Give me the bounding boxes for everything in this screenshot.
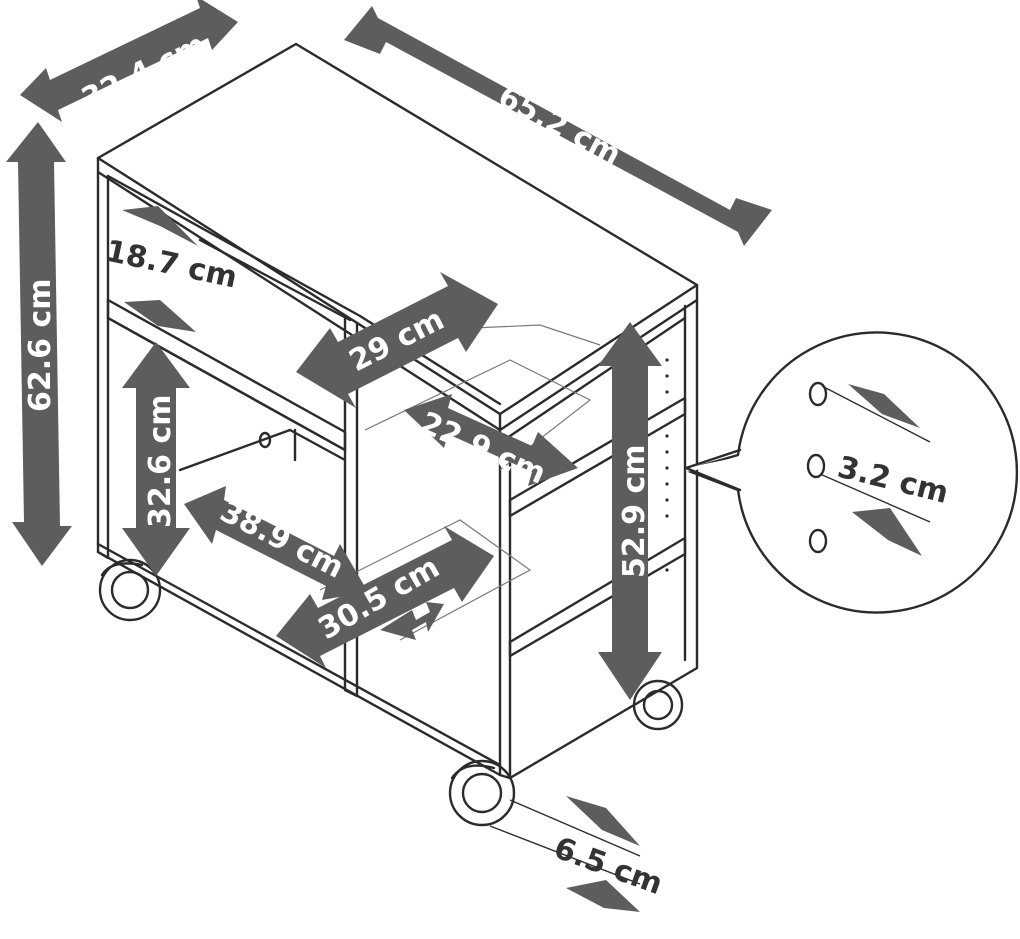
- dim-caster-height: 6.5 cm: [489, 796, 667, 912]
- dim-side-column-height: 52.9 cm: [598, 322, 662, 700]
- dim-upper-height-label: 18.7 cm: [102, 234, 240, 296]
- shelf-pin-holes: [665, 358, 669, 572]
- hole-1: [808, 381, 828, 407]
- dim-depth-top: 32.4 cm: [20, 0, 238, 122]
- dim-lower-height: 32.6 cm: [122, 342, 190, 576]
- dim-upper-height: 18.7 cm: [102, 206, 240, 332]
- hole-3: [808, 528, 828, 554]
- caster-front-left: [98, 558, 162, 622]
- dim-total-height-label: 62.6 cm: [23, 278, 58, 412]
- dim-lower-width: 38.9 cm: [184, 486, 368, 600]
- dim-shelf-depth: 29 cm: [296, 272, 498, 408]
- dim-hole-spacing-label: 3.2 cm: [834, 450, 952, 511]
- left-side-panel: [96, 170, 110, 560]
- right-shelf-lower: [508, 536, 687, 658]
- dim-width-top-label: 65.2 cm: [492, 79, 626, 173]
- caster-front-center: [448, 759, 516, 827]
- dim-lower-width-label: 38.9 cm: [214, 494, 349, 586]
- dim-lower-height-label: 32.6 cm: [143, 394, 178, 528]
- dim-total-height: 62.6 cm: [6, 122, 72, 566]
- hole-spacing-detail-callout: 3.2 cm: [684, 331, 1019, 614]
- dim-side-column-height-label: 52.9 cm: [617, 444, 652, 578]
- caster-back-right: [632, 679, 684, 731]
- center-divider: [343, 316, 359, 698]
- dim-width-top: 65.2 cm: [344, 6, 772, 246]
- right-side-panel: [508, 298, 699, 780]
- cabinet-drawing: [96, 42, 699, 827]
- hole-2: [806, 453, 826, 479]
